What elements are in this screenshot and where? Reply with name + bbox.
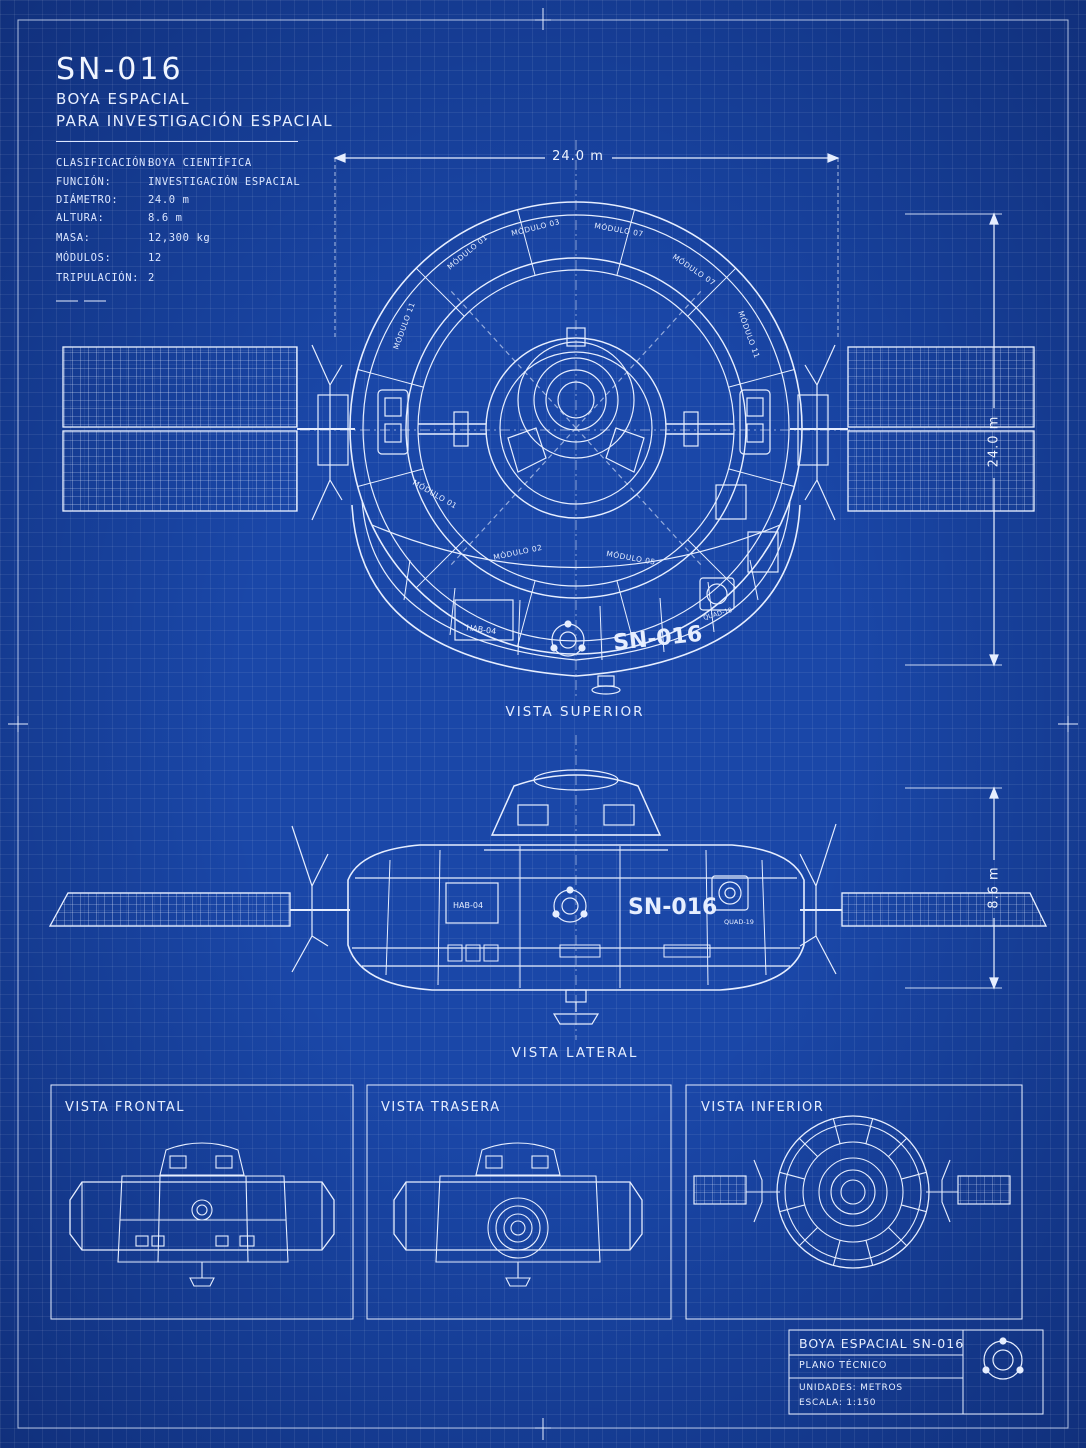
ring-divider: [832, 1118, 841, 1144]
svg-text:MÓDULO 02: MÓDULO 02: [493, 543, 544, 562]
ring-divider: [728, 369, 795, 388]
svg-text:MÓDULO 11: MÓDULO 11: [391, 301, 417, 351]
ring-divider: [687, 267, 737, 317]
ring-divider: [887, 1226, 908, 1247]
spec-row: DIÁMETRO:24.0 m: [56, 194, 190, 206]
ring-divider: [798, 1137, 819, 1158]
svg-text:MÓDULO 07: MÓDULO 07: [671, 252, 717, 287]
ring-divider: [832, 1240, 841, 1266]
side-view-drawing: [48, 735, 1047, 1040]
spec-row: MÓDULOS:12: [56, 252, 162, 264]
sheet-frame: [8, 8, 1078, 1440]
top-view-drawing: [62, 140, 1035, 700]
dimension-diameter-horizontal: 24.0 m: [552, 149, 604, 164]
ring-divider: [779, 1204, 805, 1213]
drawing-title: SN-016: [56, 52, 184, 87]
ring-divider: [357, 468, 424, 487]
rear-view-drawing: [393, 1142, 643, 1287]
svg-text:SN-016: SN-016: [628, 895, 717, 920]
title-block-name: BOYA ESPACIAL SN-016: [799, 1336, 965, 1351]
dimension-height: 8.6 m: [986, 866, 1002, 909]
label-vista-inferior: VISTA INFERIOR: [701, 1100, 825, 1115]
label-vista-lateral: VISTA LATERAL: [511, 1045, 639, 1061]
ring-divider: [616, 580, 635, 647]
ring-divider: [415, 539, 465, 589]
svg-text:SN-016: SN-016: [612, 622, 703, 656]
svg-text:QUAD-19: QUAD-19: [724, 918, 754, 926]
title-block-emblem-icon: [982, 1337, 1024, 1380]
title-block-type: PLANO TÉCNICO: [799, 1360, 888, 1371]
svg-text:HAB-04: HAB-04: [453, 901, 483, 910]
ring-divider: [517, 580, 536, 647]
ring-divider: [779, 1171, 805, 1180]
ring-divider: [887, 1137, 908, 1158]
ring-divider: [865, 1240, 874, 1266]
spec-row: FUNCIÓN:INVESTIGACIÓN ESPACIAL: [56, 176, 301, 188]
side-hull-markings: SN-016 HAB-04 QUAD-19: [453, 895, 754, 926]
ring-divider: [616, 209, 635, 276]
front-view-drawing: [69, 1142, 335, 1287]
ring-divider: [901, 1204, 927, 1213]
svg-text:HAB-04: HAB-04: [466, 623, 497, 636]
title-block-units: UNIDADES: METROS: [799, 1383, 903, 1393]
ring-divider: [415, 267, 465, 317]
label-vista-superior: VISTA SUPERIOR: [505, 704, 645, 720]
ring-divider: [687, 539, 737, 589]
title-block-frame: [788, 1329, 1044, 1415]
label-vista-frontal: VISTA FRONTAL: [65, 1100, 185, 1115]
drawing-subtitle-2: PARA INVESTIGACIÓN ESPACIAL: [56, 112, 334, 130]
spec-row: ALTURA:8.6 m: [56, 212, 183, 224]
title-block-scale: ESCALA: 1:150: [799, 1398, 877, 1408]
ring-divider: [865, 1118, 874, 1144]
header-divider: [56, 141, 298, 142]
label-vista-trasera: VISTA TRASERA: [381, 1100, 501, 1115]
ring-divider: [798, 1226, 819, 1247]
spec-row: MASA:12,300 kg: [56, 232, 211, 244]
svg-text:MÓDULO 01: MÓDULO 01: [411, 478, 459, 511]
bottom-view-drawing: [693, 1115, 1011, 1269]
ring-divider: [901, 1171, 927, 1180]
ring-divider: [517, 209, 536, 276]
ring-divider: [728, 468, 795, 487]
spec-row: CLASIFICACIÓN:BOYA CIENTÍFICA: [56, 157, 252, 169]
dimension-diameter-vertical: 24.0 m: [986, 415, 1002, 468]
spec-row: TRIPULACIÓN:2: [56, 272, 155, 284]
small-view-panels: [50, 1084, 1023, 1320]
drawing-subtitle-1: BOYA ESPACIAL: [56, 90, 191, 108]
ring-divider: [357, 369, 424, 388]
svg-text:MÓDULO 03: MÓDULO 03: [510, 217, 561, 238]
